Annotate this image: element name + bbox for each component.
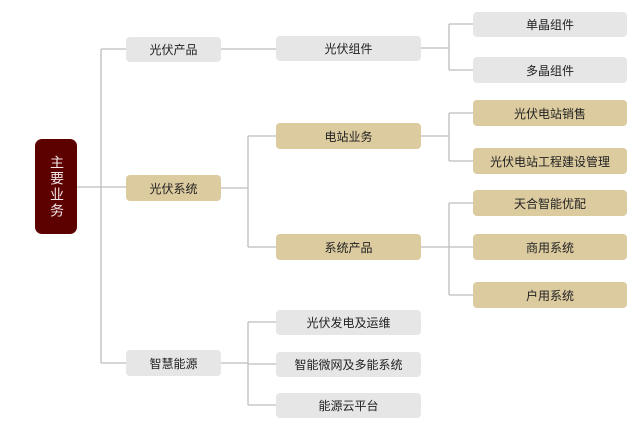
node-pv-modules: 光伏组件 [276, 36, 421, 61]
node-residential-systems: 户用系统 [473, 282, 627, 308]
node-pv-products: 光伏产品 [126, 37, 221, 62]
node-station-epc: 光伏电站工程建设管理 [473, 148, 627, 174]
node-station-sales: 光伏电站销售 [473, 100, 627, 126]
node-commercial-systems: 商用系统 [473, 234, 627, 260]
node-energy-cloud: 能源云平台 [276, 393, 421, 418]
node-mono-modules: 单晶组件 [473, 12, 627, 37]
node-system-products: 系统产品 [276, 234, 421, 260]
node-power-station-business: 电站业务 [276, 123, 421, 149]
node-smart-energy: 智慧能源 [126, 350, 221, 376]
root-node: 主要业务 [35, 139, 77, 234]
node-trina-smart: 天合智能优配 [473, 190, 627, 216]
node-microgrid: 智能微网及多能系统 [276, 352, 421, 377]
node-pv-systems: 光伏系统 [126, 175, 221, 201]
node-poly-modules: 多晶组件 [473, 57, 627, 83]
node-pv-generation-om: 光伏发电及运维 [276, 310, 421, 335]
